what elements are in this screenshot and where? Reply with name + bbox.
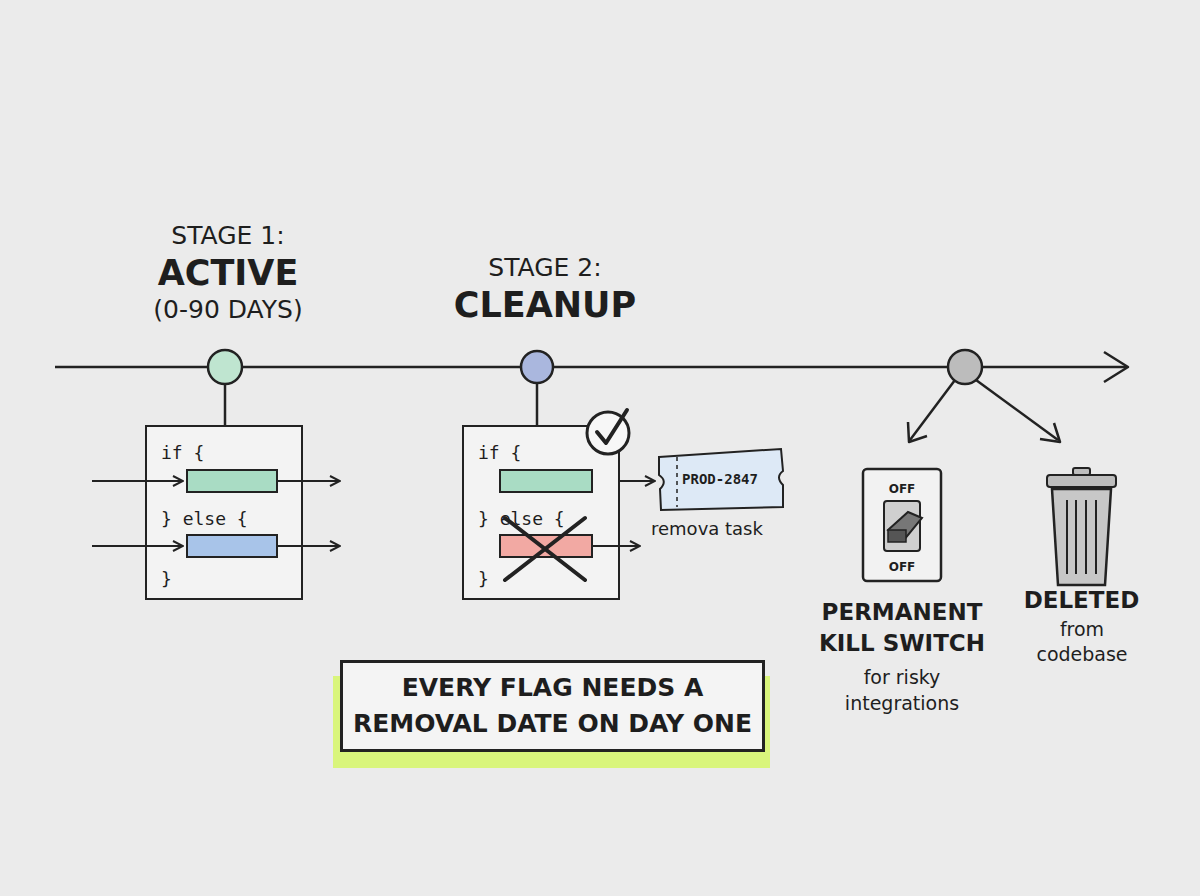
code-line: } (161, 567, 291, 591)
code-line: } (478, 567, 608, 591)
stem (224, 384, 227, 425)
outcome-note: from codebase (1032, 617, 1132, 667)
branch-line (976, 380, 1058, 440)
trash-rib (1075, 500, 1077, 574)
trash-body (1052, 489, 1111, 585)
ticket-shape (659, 449, 783, 510)
branch-arrowhead (908, 422, 927, 442)
trash-rib (1066, 500, 1068, 574)
stage-name: CLEANUP (345, 284, 745, 326)
code-bar (187, 470, 277, 492)
code-line: } else { (161, 507, 291, 531)
branch-arrowhead (1040, 423, 1060, 442)
ticket-id: PROD-2847 (659, 469, 781, 489)
outcome-heading: DELETED (1015, 586, 1148, 615)
stem (536, 384, 539, 425)
code-line: } else { (478, 507, 608, 531)
flow-arrow (92, 480, 183, 482)
trash-can: DELETEDfrom codebase (1045, 466, 1118, 588)
timeline-arrowhead (1104, 352, 1128, 382)
stage-label: STAGE 2: (345, 252, 745, 284)
connector-arrow (620, 480, 655, 482)
code-bar (500, 535, 592, 557)
check-mark (597, 410, 627, 443)
trash-rib (1085, 500, 1087, 574)
stage-duration: (0-90 DAYS) (28, 294, 428, 326)
milestone-circle (948, 350, 982, 384)
ticket-note: remova task (651, 517, 801, 541)
flow-arrow (92, 545, 183, 547)
switch-label: OFF (862, 559, 942, 575)
flow-arrow (277, 545, 340, 547)
flow-arrow (592, 545, 640, 547)
code-line: if { (478, 441, 608, 465)
switch-label: OFF (862, 481, 942, 497)
switch-toggle-base (888, 530, 906, 542)
trash-rib (1095, 500, 1097, 574)
outcome-note: for risky integrations (812, 664, 992, 716)
outcome-heading: PERMANENT KILL SWITCH (812, 597, 992, 659)
switch-plate (863, 469, 941, 581)
check-circle (587, 412, 629, 454)
code-box: if { } else {} (145, 425, 303, 600)
ticket-perforation (676, 457, 678, 507)
trash-lid (1047, 475, 1116, 487)
ticket: PROD-2847remova task (655, 447, 785, 512)
stage-name: ACTIVE (28, 252, 428, 294)
code-line: if { (161, 441, 291, 465)
trash-handle (1073, 468, 1090, 475)
code-bar (500, 470, 592, 492)
kill-switch: OFFOFFPERMANENT KILL SWITCHfor risky int… (862, 468, 942, 582)
milestone-circle (208, 350, 242, 384)
cross-mark (505, 518, 585, 580)
branch-line (910, 380, 955, 440)
flow-arrow (277, 480, 340, 482)
milestone-circle (521, 351, 553, 383)
cross-mark (505, 518, 585, 580)
callout-text: EVERY FLAG NEEDS A REMOVAL DATE ON DAY O… (348, 670, 758, 742)
trash-art (1045, 466, 1118, 588)
code-box: if { } else {} (462, 425, 620, 600)
callout-box: EVERY FLAG NEEDS A REMOVAL DATE ON DAY O… (340, 660, 765, 752)
stage-label: STAGE 1: (28, 220, 428, 252)
code-bar (187, 535, 277, 557)
